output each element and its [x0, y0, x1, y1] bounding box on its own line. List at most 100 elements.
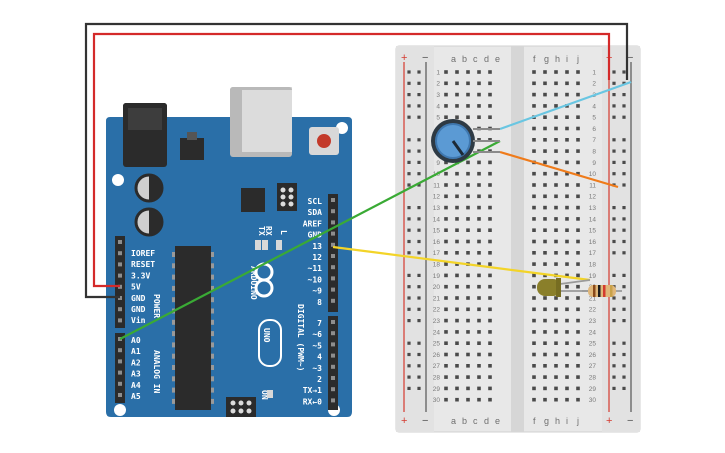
row-number: 6: [592, 126, 596, 133]
left-plus-bottom: +: [401, 415, 407, 427]
col-a-bottom: a: [451, 416, 456, 426]
col-f-bottom: f: [533, 416, 536, 426]
breadboard: + − + − + − + − a b c d e f g h i j a b …: [395, 45, 641, 433]
pin-label: ~6: [312, 330, 322, 339]
brand-label: ARDUINO: [249, 266, 258, 300]
pin-label: A2: [131, 358, 141, 367]
row-number: 5: [592, 115, 596, 122]
row-number: 18: [433, 262, 441, 269]
pin-label: TX→1: [303, 386, 322, 395]
row-number: 16: [589, 239, 597, 246]
row-number: 24: [589, 329, 597, 336]
pin-label: 13: [312, 242, 322, 251]
row-number: 17: [433, 250, 441, 257]
wires: [84, 22, 632, 340]
model-label: UNO: [262, 328, 271, 343]
analog-header: [115, 333, 125, 403]
row-number: 7: [592, 137, 596, 144]
col-b-top: b: [462, 54, 467, 64]
breadboard-holes: [407, 70, 626, 402]
pin-label: A5: [131, 392, 141, 401]
row-number: 29: [589, 386, 597, 393]
row-number: 5: [436, 115, 440, 122]
digital-header-top: [328, 194, 338, 312]
led[interactable]: [537, 278, 591, 297]
row-number: 2: [436, 81, 440, 88]
row-number: 4: [592, 103, 596, 110]
pin-label: AREF: [303, 219, 322, 228]
pin-label: GND: [131, 305, 146, 314]
icsp-header: [277, 183, 297, 211]
row-number: 9: [436, 160, 440, 167]
col-e-top: e: [495, 54, 500, 64]
row-number: 1: [436, 69, 440, 76]
row-number: 21: [433, 295, 441, 302]
tx-label: TX: [257, 226, 266, 236]
row-number: 14: [589, 216, 597, 223]
col-c-bottom: c: [473, 416, 478, 426]
row-number: 1: [592, 69, 596, 76]
pin-label: A3: [131, 370, 141, 379]
row-number: 21: [589, 295, 597, 302]
row-number: 30: [433, 397, 441, 404]
wire-5v-red: [92, 32, 611, 288]
pin-label: 8: [317, 298, 322, 307]
atmega-chip: [175, 246, 211, 410]
row-number: 19: [589, 273, 597, 280]
row-number: 4: [436, 103, 440, 110]
pin-label: ~11: [308, 264, 323, 273]
row-number: 3: [436, 92, 440, 99]
row-number: 13: [589, 205, 597, 212]
row-number: 23: [589, 318, 597, 325]
pin-label: IOREF: [131, 249, 155, 258]
col-i-bottom: i: [566, 416, 568, 426]
col-b-bottom: b: [462, 416, 467, 426]
row-number: 23: [433, 318, 441, 325]
row-number: 26: [433, 352, 441, 359]
pin-label: ~9: [312, 287, 322, 296]
row-number: 20: [433, 284, 441, 291]
pin-label: RESET: [131, 260, 155, 269]
resistor[interactable]: [582, 285, 622, 297]
right-plus-bottom: +: [606, 415, 612, 427]
potentiometer[interactable]: [431, 119, 500, 163]
row-number: 12: [433, 194, 441, 201]
row-number: 29: [433, 386, 441, 393]
pin-label: A1: [131, 347, 141, 356]
row-number: 17: [589, 250, 597, 257]
col-i-top: i: [566, 54, 568, 64]
col-j-top: j: [576, 54, 579, 64]
row-number: 19: [433, 273, 441, 280]
row-number: 10: [589, 171, 597, 178]
wire-gnd-black: [84, 22, 629, 299]
row-number: 16: [433, 239, 441, 246]
pin-label: GND: [308, 231, 323, 240]
left-plus-top: +: [401, 52, 407, 64]
pin-label: Vin: [131, 315, 146, 325]
row-number: 22: [589, 307, 597, 314]
right-minus-bottom: −: [627, 415, 633, 427]
pin-label: 3.3V: [131, 271, 150, 280]
row-number: 2: [592, 81, 596, 88]
wire-d13-yellow: [332, 245, 591, 282]
row-number: 12: [589, 194, 597, 201]
pin-label: SCL: [308, 197, 323, 206]
wire-orange: [499, 150, 619, 189]
col-g-top: g: [544, 54, 549, 64]
arduino-uno-board: TX RX L ARDUINO UNO ON DIGITAL (PWM~) PO…: [106, 87, 352, 417]
row-number: 25: [433, 341, 441, 348]
power-header: [115, 236, 125, 328]
power-header-label: POWER: [152, 294, 161, 318]
row-number: 13: [433, 205, 441, 212]
row-number: 8: [592, 149, 596, 156]
row-number: 11: [433, 182, 440, 189]
left-minus-bottom: −: [422, 415, 428, 427]
col-j-bottom: j: [576, 416, 579, 426]
on-label: ON: [260, 390, 269, 400]
l-label: L: [279, 230, 288, 235]
pin-label: 12: [312, 253, 322, 262]
digital-header-label: DIGITAL (PWM~): [296, 304, 305, 371]
col-f-top: f: [533, 54, 536, 64]
col-h-top: h: [555, 54, 560, 64]
